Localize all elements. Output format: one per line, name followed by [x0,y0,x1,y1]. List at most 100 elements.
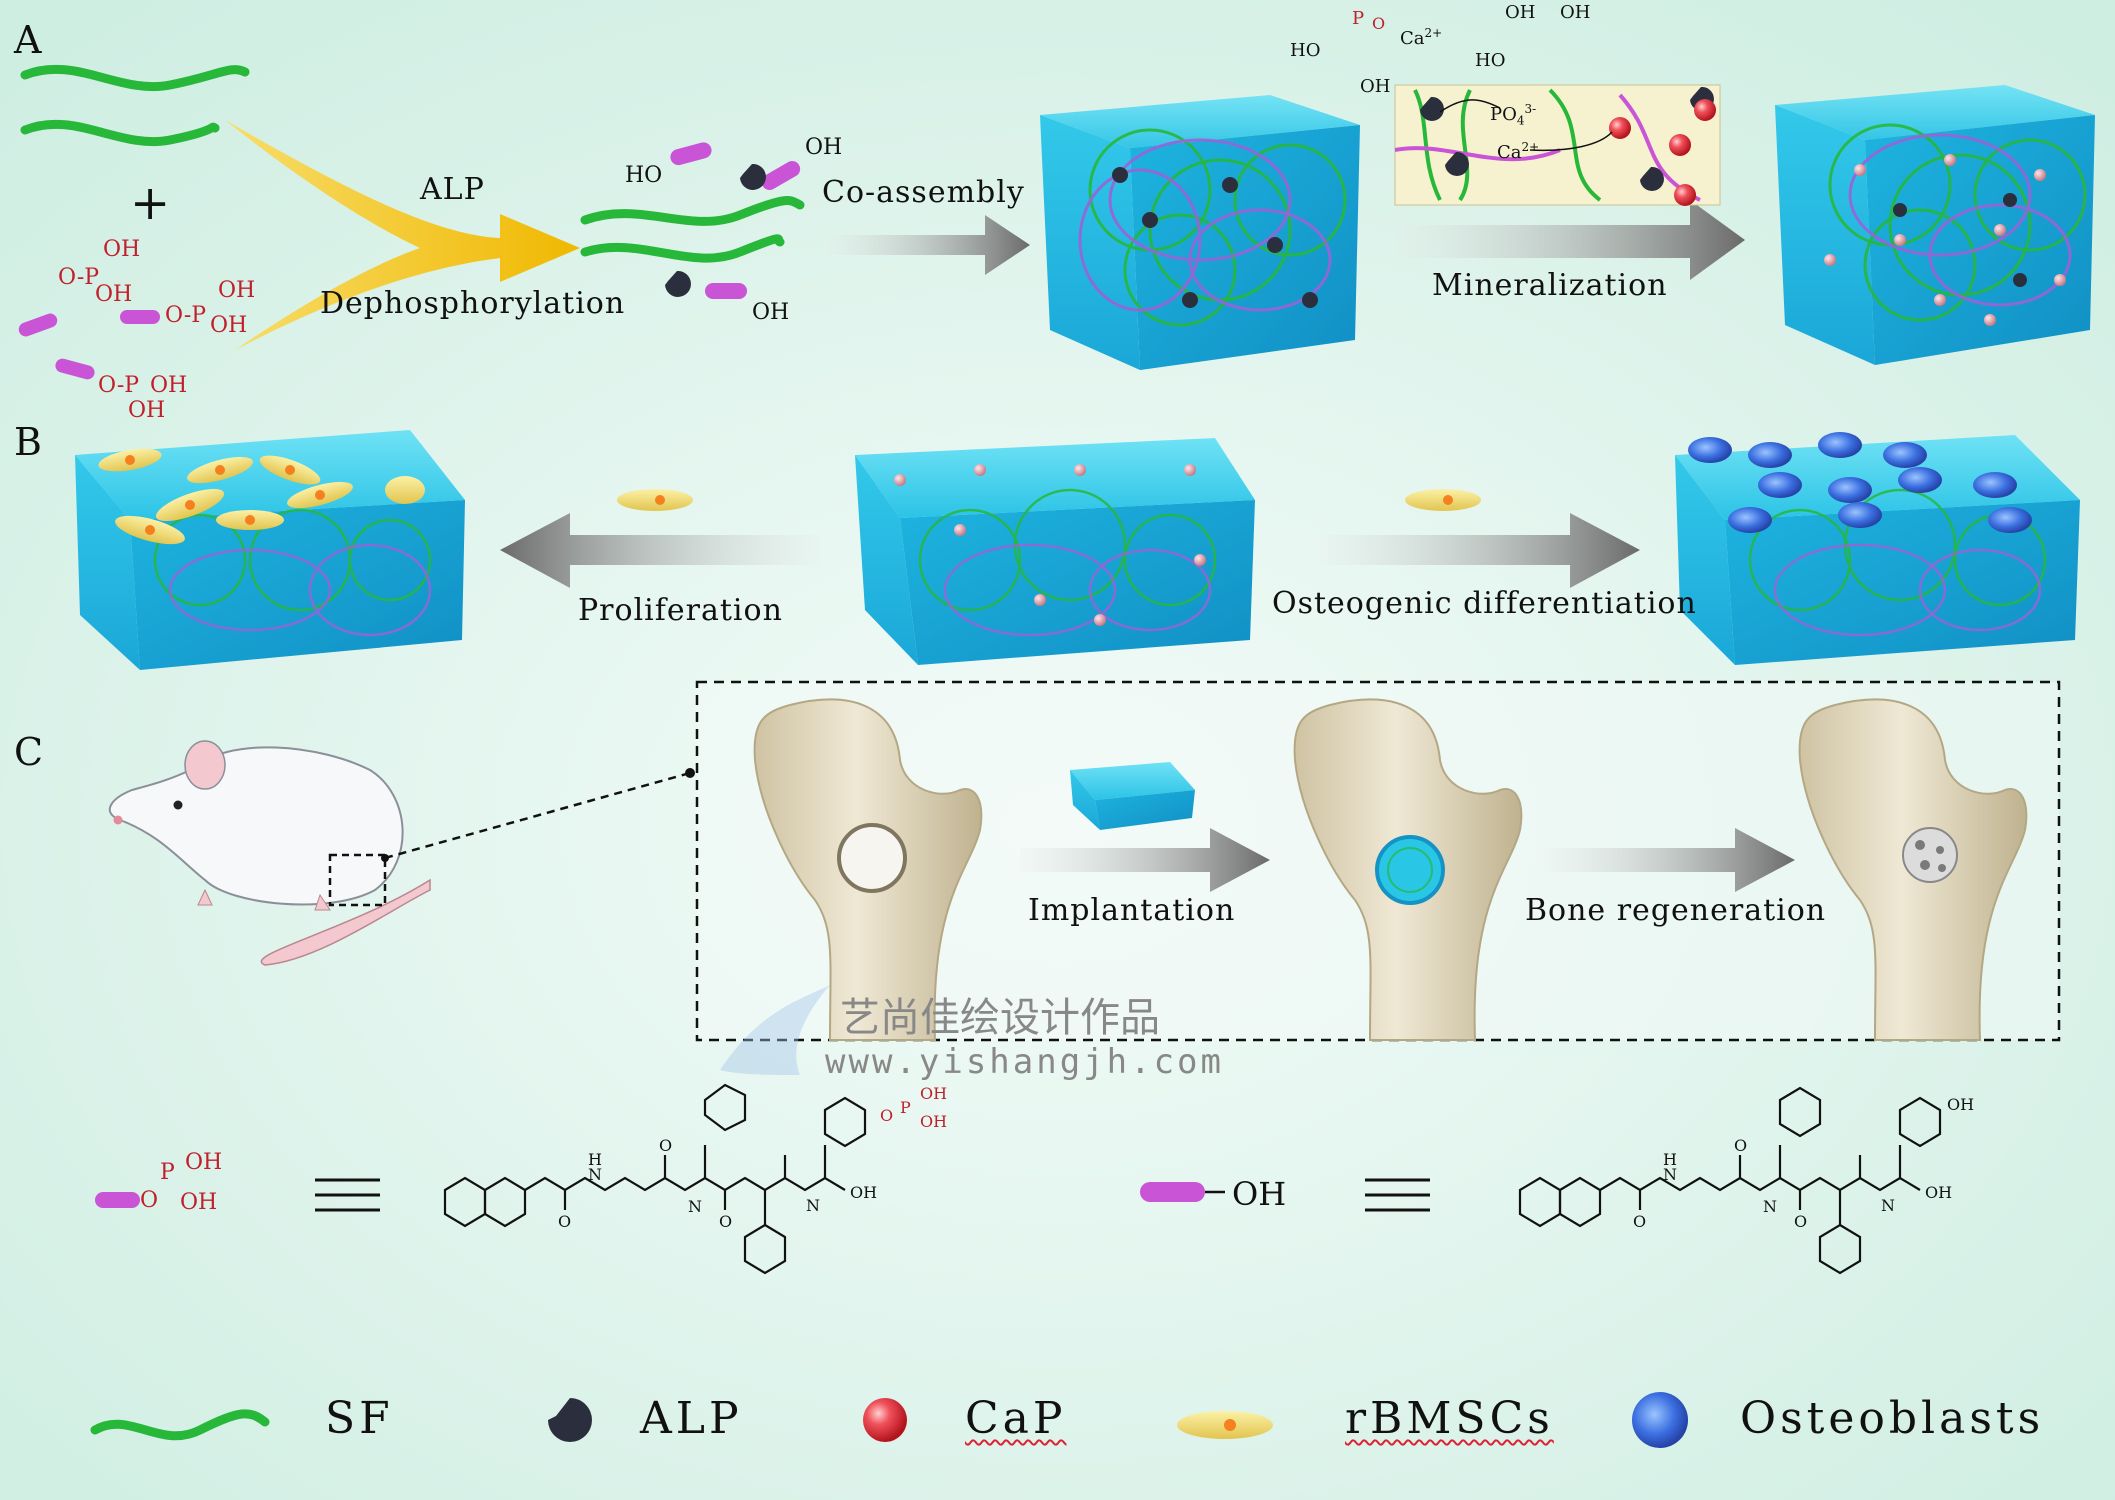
mineralization-arrow [1395,200,1745,280]
gel-proliferation [75,430,465,670]
atom-n-4: N [1663,1165,1677,1184]
femur-regenerated [1798,698,2028,1041]
dephospho-peptides [670,142,801,299]
structure-phospho [443,1083,867,1275]
atom-phospho-p: P [900,1098,911,1117]
phospho-peptides [18,310,160,380]
rbmsc-cell-left [617,489,693,511]
product-oh-glycerol-2: OH [1560,2,1591,23]
atom-n-3: N [806,1196,820,1215]
dephosphorylation-label: Dephosphorylation [320,286,626,321]
product-oh-glycerol: OH [1505,2,1536,23]
atom-n-1: N [588,1165,602,1184]
implantation-label: Implantation [1028,893,1236,928]
legend-sf-label: SF [325,1393,394,1444]
legend-alp-label: ALP [640,1393,743,1444]
phospho-key-o: O [140,1188,159,1213]
phospho-peptide-key [95,1192,140,1208]
dephosphorylation-arrow [225,120,580,350]
phospho-oh-1: OH [103,237,141,262]
mineralization-label: Mineralization [1432,268,1668,303]
phosphate-o-minus: O [1372,14,1386,33]
legend-cap-label: CaP [965,1393,1067,1444]
phospho-key-oh: OH [185,1150,223,1175]
proliferation-arrow [500,513,820,588]
product-oh-1: OH [805,135,843,160]
callout-dot-start [381,854,389,862]
atom-o-1: O [558,1212,572,1231]
phospho-key-p: P [160,1160,175,1185]
atom-phospho-oh-2: OH [920,1112,948,1131]
femur-implanted [1293,698,1523,1041]
atom-phospho-o: O [880,1106,894,1125]
legend-osteoblasts-label: Osteoblasts [1740,1393,2045,1444]
differentiation-arrow [1320,513,1640,588]
atom-h-1: H [588,1150,602,1169]
proliferation-label: Proliferation [578,593,783,628]
equiv-right [1365,1178,1430,1212]
coassembly-label: Co-assembly [822,175,1025,210]
equiv-left [315,1178,380,1212]
watermark-url: www.yishangjh.com [825,1042,1224,1082]
calcium-ion: Ca2+ [1497,140,1540,163]
sf-fibers-input [20,64,250,146]
panel-label-a: A [14,18,42,62]
legend-alp-swatch [548,1398,592,1442]
atom-cooh-1: OH [850,1183,878,1202]
sf-fibers-product [580,196,805,263]
phosphate-p: P [1352,8,1365,29]
hydroxy-peptide-key [1140,1182,1225,1202]
rbmsc-cell-right [1405,489,1481,511]
femur-callout-box [328,853,387,907]
structure-hydroxy [1518,1086,1942,1275]
atom-n-2: N [688,1197,702,1216]
atom-n-6: N [1881,1196,1895,1215]
phosphate-ion: PO43- [1490,102,1537,128]
atom-phospho-oh: OH [920,1084,948,1103]
panel-label-b: B [14,420,42,464]
phospho-oh-3b: OH [128,398,166,423]
bone-regeneration-label: Bone regeneration [1525,893,1827,928]
implantation-arrow [1020,828,1270,892]
phospho-key-oh-2: OH [180,1190,218,1215]
atom-o-6: O [1794,1212,1808,1231]
coassembly-arrow [825,215,1030,275]
atom-oh-tyr: OH [1947,1095,1975,1114]
phospho-p-2: O-P [165,303,207,328]
product-ho-1: HO [625,163,663,188]
phospho-oh-2: OH [218,278,256,303]
glycerol-ho: HO [1290,40,1321,61]
product-oh-2: OH [752,300,790,325]
gel-osteogenic [1675,432,2080,665]
gel-center-b [855,438,1255,665]
plus-sign: + [130,175,172,231]
phospho-p-1: O-P [58,265,100,290]
legend-rbmscs-swatch [1177,1411,1273,1439]
phospho-p-3: O-P [98,373,140,398]
osteogenic-label: Osteogenic differentiation [1272,586,1697,621]
phospho-oh-3: OH [150,373,188,398]
atom-o-3: O [719,1212,733,1231]
legend-osteoblasts-swatch [1632,1392,1688,1448]
legend-cap-swatch [863,1398,907,1442]
mineralization-inset [1394,84,1721,206]
hydroxy-key-label: OH [1232,1175,1287,1213]
callout-line [384,771,691,860]
alp-enzymes-a [665,163,766,297]
mouse [108,740,431,966]
atom-n-5: N [1763,1197,1777,1216]
implant-gel-mini [1070,762,1195,830]
watermark-logo [720,985,830,1075]
phospho-oh-2b: OH [210,313,248,338]
legend-rbmscs-label: rBMSCs [1345,1393,1554,1444]
hydrogel-block-2 [1775,85,2095,365]
hydrogel-block-1 [1040,95,1360,370]
legend-sf-swatch [90,1409,270,1441]
panel-label-c: C [14,730,44,774]
atom-h-2: H [1663,1150,1677,1169]
callout-dot [685,768,695,778]
atom-o-4: O [1633,1212,1647,1231]
atom-o-2: O [659,1136,673,1155]
